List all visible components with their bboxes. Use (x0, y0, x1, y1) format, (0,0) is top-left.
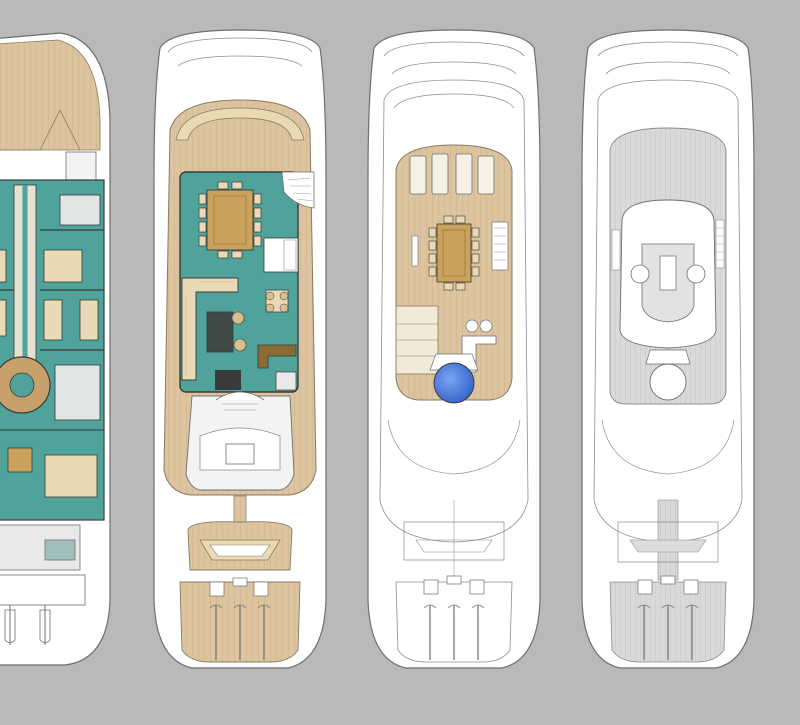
upper-deck-plan (367, 29, 541, 669)
main-deck-plan (153, 29, 327, 669)
lower-deck-plan (0, 32, 111, 666)
top-deck-plan (581, 29, 755, 669)
